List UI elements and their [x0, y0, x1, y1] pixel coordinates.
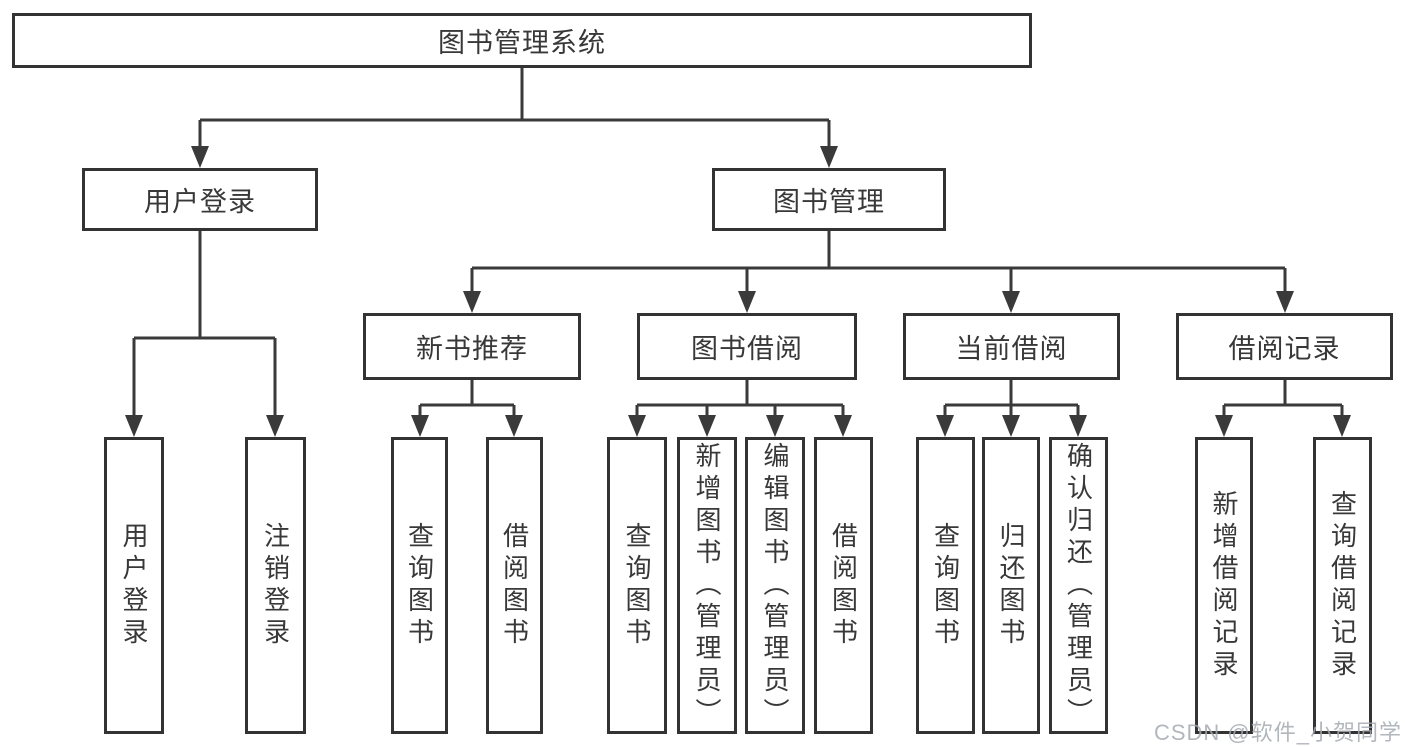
leaf-borrow-book: 借阅图书 — [814, 437, 873, 734]
leaf-add-book-admin: 新增图书（管理员） — [677, 437, 737, 734]
leaf-current-query-book: 查询图书 — [916, 437, 975, 734]
arrow-down-icons — [125, 146, 1351, 437]
node-book-management-label: 图书管理 — [773, 187, 885, 217]
leaf-query-borrow-record-label: 查询借阅记录 — [1327, 489, 1358, 682]
leaf-borrow-query-book: 查询图书 — [607, 437, 667, 734]
leaf-current-query-book-label: 查询图书 — [930, 521, 961, 650]
leaf-return-book: 归还图书 — [982, 437, 1040, 734]
leaf-recommend-borrow-book-label: 借阅图书 — [499, 521, 530, 650]
node-borrow-records: 借阅记录 — [1176, 313, 1393, 380]
node-root: 图书管理系统 — [12, 13, 1032, 68]
leaf-confirm-return-admin: 确认归还（管理员） — [1049, 437, 1108, 734]
leaf-edit-book-admin-label: 编辑图书（管理员） — [760, 441, 790, 730]
node-new-book-recommend: 新书推荐 — [363, 313, 581, 380]
leaf-add-borrow-record: 新增借阅记录 — [1195, 437, 1253, 734]
leaf-logout: 注销登录 — [245, 437, 306, 734]
node-book-borrow-label: 图书借阅 — [691, 334, 803, 364]
node-book-borrow: 图书借阅 — [637, 313, 857, 380]
leaf-add-borrow-record-label: 新增借阅记录 — [1209, 489, 1239, 682]
node-root-label: 图书管理系统 — [438, 28, 606, 58]
leaf-return-book-label: 归还图书 — [996, 521, 1026, 650]
leaf-user-login-label: 用户登录 — [119, 521, 149, 650]
node-current-borrow-label: 当前借阅 — [955, 334, 1068, 364]
csdn-watermark: CSDN @软件_小贺同学 — [1153, 720, 1402, 745]
leaf-recommend-borrow-book: 借阅图书 — [486, 437, 543, 734]
leaf-recommend-query-book-label: 查询图书 — [404, 521, 435, 650]
leaf-confirm-return-admin-label: 确认归还（管理员） — [1063, 441, 1094, 730]
node-book-management: 图书管理 — [712, 168, 946, 231]
node-current-borrow: 当前借阅 — [903, 313, 1120, 380]
leaf-recommend-query-book: 查询图书 — [391, 437, 448, 734]
connector-lines — [132, 68, 1344, 418]
leaf-borrow-query-book-label: 查询图书 — [622, 521, 652, 650]
leaf-user-login: 用户登录 — [104, 437, 164, 734]
node-new-book-recommend-label: 新书推荐 — [416, 334, 528, 364]
leaf-borrow-book-label: 借阅图书 — [828, 521, 859, 650]
leaf-logout-label: 注销登录 — [260, 521, 291, 650]
leaf-edit-book-admin: 编辑图书（管理员） — [745, 437, 805, 734]
node-user-login-label: 用户登录 — [144, 187, 256, 217]
leaf-query-borrow-record: 查询借阅记录 — [1313, 437, 1372, 734]
node-user-login: 用户登录 — [82, 168, 318, 231]
node-borrow-records-label: 借阅记录 — [1228, 334, 1341, 364]
leaf-add-book-admin-label: 新增图书（管理员） — [692, 441, 722, 730]
